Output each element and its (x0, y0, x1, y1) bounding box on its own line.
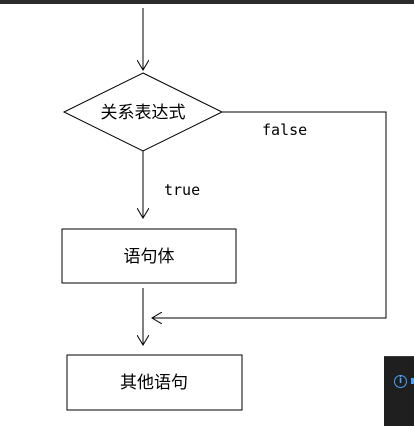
false-path (152, 111, 387, 318)
true-label: true (164, 181, 200, 199)
info-icon: i (394, 375, 407, 388)
condition-label: 关系表达式 (101, 103, 186, 123)
next-label: 其他语句 (120, 373, 188, 393)
top-border (0, 0, 414, 4)
next-box (66, 354, 243, 411)
false-label: false (262, 121, 307, 139)
body-label: 语句体 (124, 247, 175, 267)
notification-popup[interactable]: i (384, 356, 414, 426)
body-box (61, 228, 237, 284)
popup-text-edge (411, 378, 414, 384)
